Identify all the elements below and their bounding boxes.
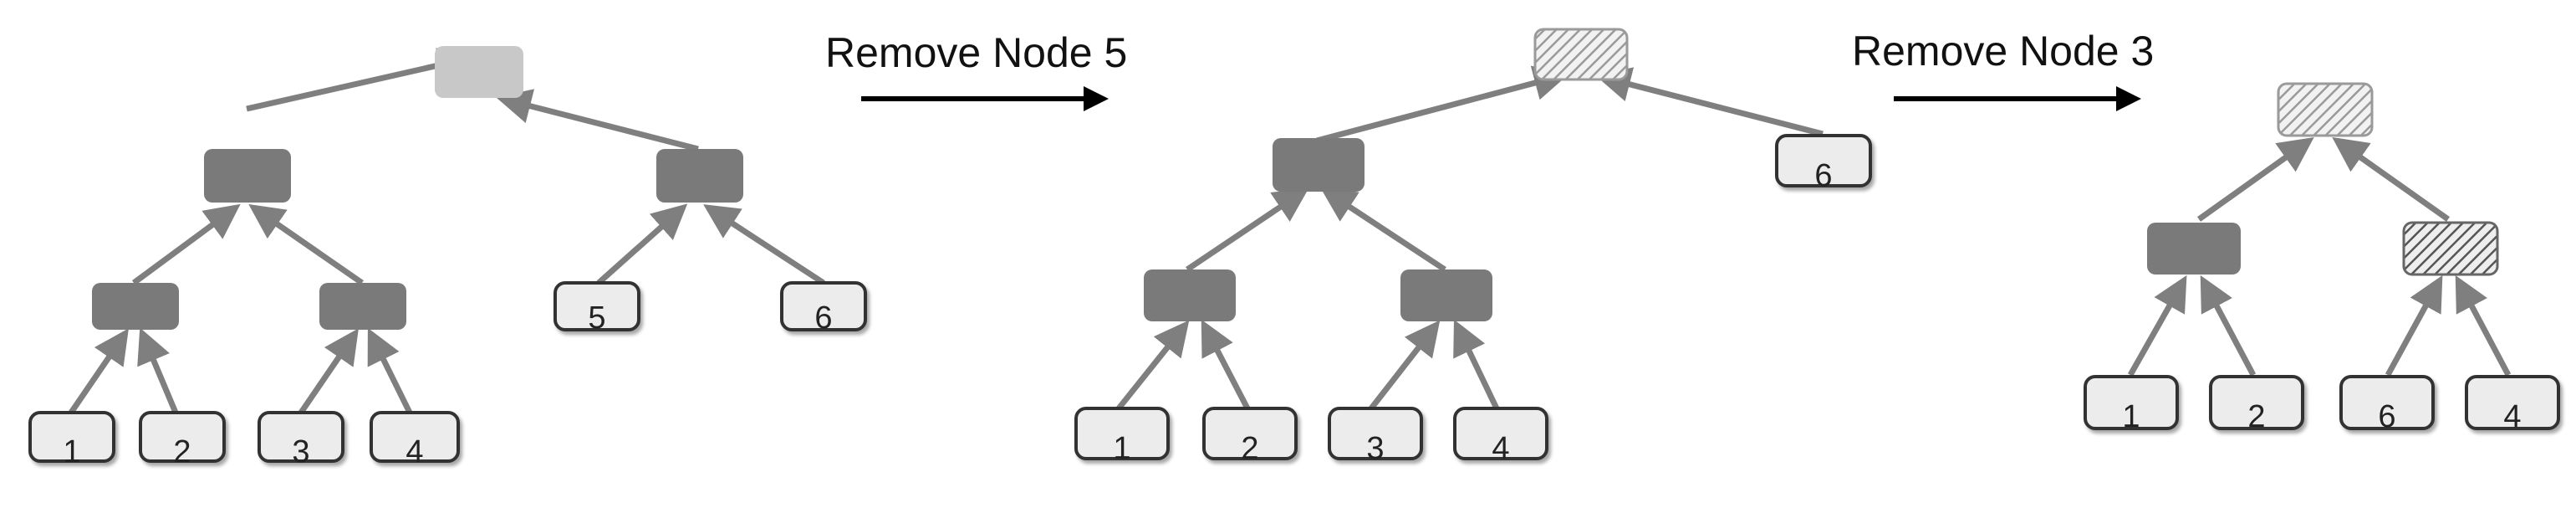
- leaf-node: 3: [258, 411, 344, 470]
- internal-node: [656, 149, 743, 203]
- internal-node: [1144, 269, 1236, 321]
- leaf-node: 2: [2209, 375, 2304, 434]
- edge: [131, 203, 241, 285]
- leaf-label: 5: [588, 300, 605, 336]
- internal-node: [319, 283, 406, 330]
- leaf-node: 4: [2465, 375, 2560, 434]
- leaf-label: 3: [1366, 431, 1384, 466]
- edge: [137, 327, 179, 414]
- tree-2: 6 1 2 3 4: [1074, 28, 1872, 466]
- leaf-node: 1: [28, 411, 115, 470]
- edge: [496, 89, 699, 152]
- leaf-node: 5: [553, 281, 640, 336]
- edge: [248, 204, 364, 285]
- edge: [367, 327, 413, 414]
- leaf-node: 6: [1775, 134, 1872, 193]
- leaf-label: 2: [1241, 431, 1258, 466]
- leaf-label: 2: [173, 434, 191, 470]
- leaf-node: 2: [139, 411, 226, 470]
- leaf-node: 6: [780, 281, 867, 336]
- leaf-label: 4: [2503, 399, 2521, 434]
- root-node: [435, 46, 523, 98]
- edge: [1320, 187, 1446, 272]
- internal-node: [204, 149, 291, 203]
- internal-node: [2147, 223, 2241, 275]
- leaf-label: 1: [63, 434, 80, 470]
- leaf-label: 6: [814, 300, 832, 336]
- internal-node-hatched: [2402, 221, 2499, 276]
- edge: [1369, 320, 1441, 411]
- edge: [298, 328, 359, 414]
- root-node-hatched: [1533, 28, 1629, 81]
- edge: [2455, 275, 2512, 377]
- leaf-node: 1: [2084, 375, 2179, 434]
- edge: [2200, 275, 2257, 377]
- edge: [69, 328, 129, 414]
- tree-1: 5 6 1 2 3 4: [28, 46, 867, 470]
- leaf-node: 4: [1453, 407, 1548, 466]
- leaf-node: 6: [2339, 375, 2435, 434]
- edge: [1116, 320, 1190, 411]
- leaf-node: 2: [1202, 407, 1298, 466]
- edge: [1595, 67, 1824, 137]
- leaf-label: 1: [2122, 399, 2140, 434]
- edge: [1186, 187, 1309, 272]
- edge: [1201, 319, 1251, 410]
- leaf-label: 6: [1814, 158, 1832, 193]
- edge: [2332, 136, 2451, 222]
- leaf-label: 3: [292, 434, 309, 470]
- internal-node: [1400, 269, 1492, 321]
- edge: [2127, 275, 2187, 377]
- edge: [1316, 65, 1569, 144]
- internal-node: [92, 283, 179, 330]
- leaf-node: 4: [370, 411, 460, 470]
- edge: [596, 203, 688, 285]
- edge: [2385, 275, 2443, 377]
- step-label: Remove Node 5: [825, 29, 1127, 76]
- edge: [246, 48, 474, 112]
- leaf-node: 1: [1074, 407, 1170, 466]
- leaf-label: 4: [406, 434, 423, 470]
- tree-3: 1 2 6 4: [2084, 82, 2560, 434]
- leaf-label: 1: [1113, 431, 1130, 466]
- edge: [2196, 136, 2314, 222]
- edge: [703, 204, 825, 285]
- step-label: Remove Node 3: [1852, 28, 2154, 74]
- edge: [1453, 319, 1500, 410]
- root-node-hatched: [2277, 82, 2374, 137]
- leaf-label: 6: [2378, 399, 2395, 434]
- leaf-label: 4: [1492, 431, 1509, 466]
- leaf-label: 2: [2247, 399, 2265, 434]
- internal-node: [1273, 138, 1365, 192]
- leaf-node: 3: [1328, 407, 1423, 466]
